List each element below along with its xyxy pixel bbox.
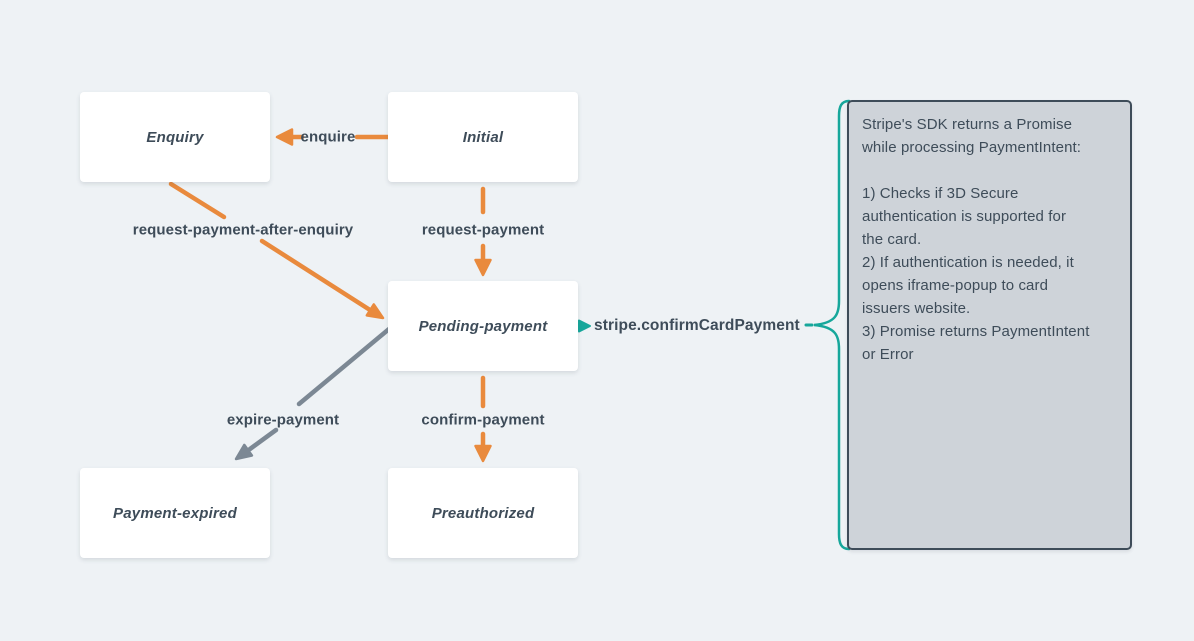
edge-label-request-payment-after-enquiry: request-payment-after-enquiry <box>132 221 354 239</box>
node-label: Enquiry <box>146 128 204 146</box>
note-text: Stripe's SDK returns a Promise while pro… <box>862 116 1090 363</box>
edge-segment <box>168 181 227 220</box>
edge-request-payment-after-enquiry-arrowhead <box>365 303 385 320</box>
edge-confirm-payment-arrowhead <box>474 444 492 463</box>
node-label: Initial <box>462 128 504 146</box>
edge-confirm-payment <box>474 375 492 463</box>
node-label: Payment-expired <box>113 504 237 522</box>
edge-label-confirm-payment: confirm-payment <box>421 411 545 429</box>
edge-label-request-payment: request-payment <box>421 221 545 239</box>
callout-arrowhead <box>578 319 591 333</box>
edge-expire-payment-arrowhead <box>234 443 254 461</box>
edge-request-payment-after-enquiry <box>168 181 385 320</box>
edge-expire-payment <box>234 326 392 461</box>
edge-request-payment-arrowhead <box>474 258 492 277</box>
edge-enquire <box>275 128 391 146</box>
edge-segment <box>247 427 279 452</box>
node-initial: Initial <box>388 92 578 182</box>
node-label: Preauthorized <box>431 504 535 522</box>
edge-label-enquire: enquire <box>300 128 356 146</box>
edge-request-payment <box>474 186 492 277</box>
node-payment-expired: Payment-expired <box>80 468 270 558</box>
callout-label-stripe-confirm-card-payment: stripe.confirmCardPayment <box>594 317 800 334</box>
node-enquiry: Enquiry <box>80 92 270 182</box>
edge-enquire-arrowhead <box>275 128 294 146</box>
node-pending-payment: Pending-payment <box>388 281 578 371</box>
edge-label-expire-payment: expire-payment <box>226 411 340 429</box>
edge-segment <box>259 238 373 313</box>
curly-brace <box>813 99 851 551</box>
note-box: Stripe's SDK returns a Promise while pro… <box>847 100 1132 550</box>
node-preauthorized: Preauthorized <box>388 468 578 558</box>
edge-segment <box>296 326 392 407</box>
node-label: Pending-payment <box>418 317 548 335</box>
